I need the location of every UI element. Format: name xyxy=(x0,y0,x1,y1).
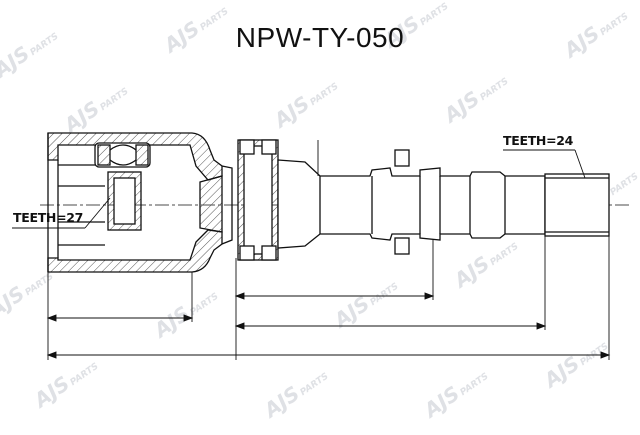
teeth-count-right-label: TEETH=24 xyxy=(503,133,574,148)
part-number-title: NPW-TY-050 xyxy=(235,22,405,53)
dimension-lines xyxy=(12,140,611,360)
tripod-housing xyxy=(47,132,233,273)
teeth-count-left-label: TEETH=27 xyxy=(13,210,84,225)
shaft-body xyxy=(237,139,610,261)
tripod-spider xyxy=(94,142,151,231)
